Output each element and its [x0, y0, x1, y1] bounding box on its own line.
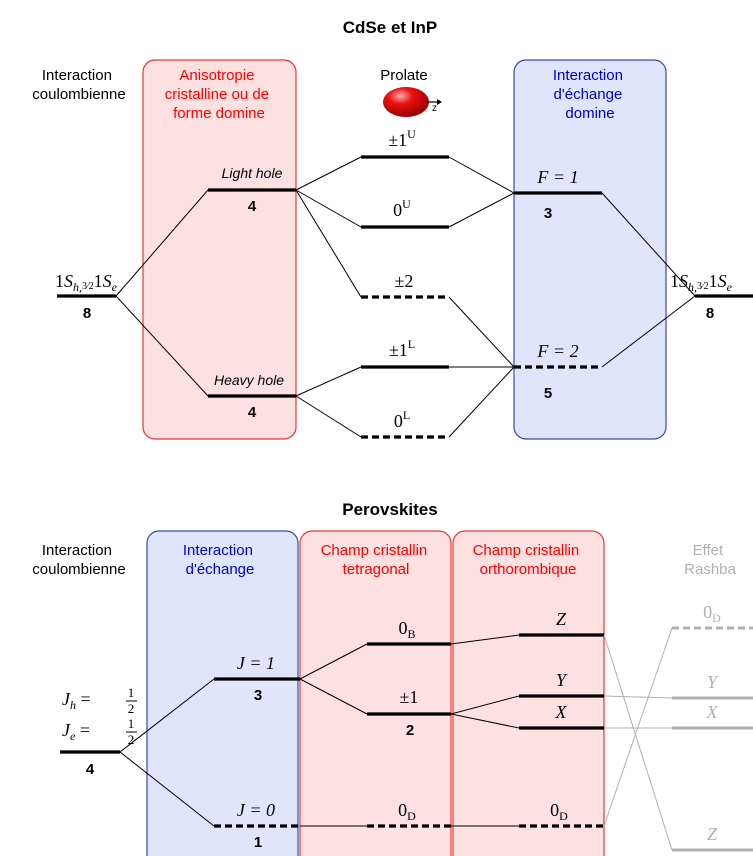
label-Jh: Jh =	[62, 689, 91, 712]
svg-text:2: 2	[128, 732, 135, 747]
label-0D-mid: 0D	[398, 800, 416, 823]
frac-Jh: 1 2	[126, 685, 137, 716]
top-levels	[57, 155, 753, 439]
deg-J0: 1	[254, 834, 262, 851]
label-1S-left: 1Sh,3⁄21Se	[55, 271, 118, 294]
axis-z-label: z	[432, 103, 437, 114]
label-F1: F = 1	[536, 167, 578, 187]
deg-heavy-hole: 4	[248, 404, 257, 421]
prolate-label: Prolate	[380, 67, 428, 84]
frac-Je: 1 2	[126, 716, 137, 747]
svg-text:1: 1	[128, 716, 135, 731]
bottom-levels	[60, 633, 604, 828]
bottom-blue-box-label: Interaction d'échange	[183, 542, 257, 578]
label-X: X	[555, 702, 568, 722]
label-0U: 0U	[393, 197, 411, 220]
label-0D-right: 0D	[550, 800, 568, 823]
label-Je: Je =	[62, 720, 90, 743]
heavy-hole-label: Heavy hole	[214, 372, 284, 388]
deg-pm1: 2	[406, 722, 414, 739]
label-Y: Y	[556, 670, 568, 690]
top-blue-box	[513, 59, 667, 440]
label-J1: J = 1	[237, 653, 275, 673]
top-left-label: Interaction coulombienne	[32, 67, 125, 103]
rashba-label-X: X	[706, 702, 719, 722]
svg-text:1: 1	[128, 685, 135, 700]
prolate-ellipsoid-icon: z	[383, 87, 442, 117]
label-0L: 0L	[394, 408, 410, 431]
top-red-box	[142, 59, 297, 440]
deg-right: 8	[706, 305, 714, 322]
top-title: CdSe et InP	[343, 18, 437, 37]
rashba-label: Effet Rashba	[684, 542, 736, 578]
rashba-label-Z: Z	[707, 824, 718, 844]
bottom-left-label: Interaction coulombienne	[32, 542, 125, 578]
bottom-red-box-1	[299, 530, 452, 856]
svg-text:2: 2	[128, 701, 135, 716]
bottom-blue-box	[146, 530, 299, 856]
label-1S-right: 1Sh,3⁄21Se	[670, 271, 733, 294]
label-pm1U: ±1U	[388, 127, 416, 150]
label-pm1L: ±1L	[389, 337, 415, 360]
label-J0: J = 0	[237, 800, 275, 820]
deg-J1: 3	[254, 687, 262, 704]
light-hole-label: Light hole	[222, 165, 283, 181]
rashba-label-0D: 0D	[703, 602, 721, 625]
top-red-box-label: Anisotropie cristalline ou de forme domi…	[165, 67, 273, 122]
deg-left: 8	[83, 305, 91, 322]
bottom-red-box-1-label: Champ cristallin tetragonal	[321, 542, 432, 578]
top-blue-box-label: Interaction d'échange domine	[553, 67, 627, 122]
bottom-red-box-2	[452, 530, 605, 856]
rashba-levels	[603, 626, 753, 852]
bottom-connectors	[119, 634, 520, 827]
deg-F2: 5	[544, 385, 552, 402]
rashba-label-Y: Y	[707, 672, 719, 692]
deg-light-hole: 4	[248, 198, 257, 215]
deg-Jh-Je: 4	[86, 761, 95, 778]
deg-F1: 3	[544, 205, 552, 222]
top-connectors	[115, 156, 696, 438]
bottom-title: Perovskites	[342, 500, 437, 519]
label-Z: Z	[556, 609, 567, 629]
label-pm1-bottom: ±1	[400, 687, 419, 707]
label-pm2: ±2	[395, 271, 414, 291]
label-0B: 0B	[398, 618, 415, 641]
bottom-red-box-2-label: Champ cristallin orthorombique	[473, 542, 584, 578]
label-F2: F = 2	[536, 341, 578, 361]
